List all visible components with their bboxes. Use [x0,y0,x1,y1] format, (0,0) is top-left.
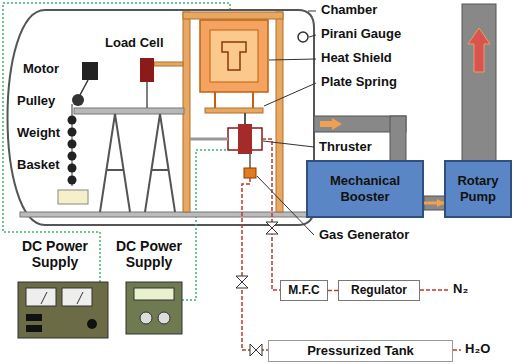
switch [26,314,42,321]
leader-line [264,83,316,106]
lever-arm [74,108,184,114]
equipment-box: M.F.C [280,280,328,301]
heat-shield-inner [210,30,258,82]
power-supply [18,282,108,338]
thruster-mount [222,42,246,70]
part-label: N₂ [452,282,469,297]
node-text: Mechanical Booster [312,173,418,204]
gas-generator [244,168,256,178]
leader-line [269,59,316,60]
vacuum-pipe [390,116,406,162]
part-label: DC Power Supply [108,238,190,270]
leader-line [308,11,316,12]
vacuum-pipe [424,196,446,210]
part-label: Pirani Gauge [320,27,402,42]
part-label: Thruster [318,140,373,155]
spring-bar [205,108,263,113]
plate-spring [252,92,254,110]
node-text: Pressurized Tank [307,343,414,359]
meter [62,288,92,306]
rod [249,154,251,168]
part-label: Load Cell [104,36,165,51]
leader-line [263,141,314,147]
weight [68,152,77,161]
part-label: Motor [22,62,60,77]
knob [158,312,170,324]
equipment-box: Pressurized Tank [268,340,453,362]
thruster-core [238,124,252,154]
gas-line [262,139,280,290]
flow-arrow [468,28,490,72]
knob [140,312,152,324]
load-cell-bracket [154,62,183,66]
display [134,288,174,300]
gas-line [420,289,448,291]
frame-post [276,12,283,212]
needle [41,292,47,304]
load-cell [140,58,154,82]
pirani-gauge [298,32,308,42]
part-label: Heat Shield [320,51,393,66]
belt [80,80,88,95]
part-label: H₂O [464,342,491,357]
base-plate [20,212,310,217]
weight [68,176,77,185]
node-text: Rotary Pump [450,173,506,204]
equipment-box: Rotary Pump [444,160,512,218]
part-label: Chamber [320,3,378,18]
flow-arrow [320,118,342,130]
node-text: Regulator [351,283,407,297]
part-label: DC Power Supply [14,238,96,270]
pipe-connector [328,290,338,292]
chamber-outline [8,10,315,225]
heat-shield [200,20,268,92]
leader-line [309,35,316,37]
basket [58,190,88,204]
part-label: Basket [16,158,61,173]
node-text: M.F.C [288,283,319,297]
part-label: Gas Generator [318,228,410,243]
weight [68,116,77,125]
part-label: Plate Spring [320,75,398,90]
equipment-box: Mechanical Booster [306,160,424,218]
valve-symbol [236,276,248,288]
switch [26,325,42,332]
pipe-connector [424,202,444,205]
weight [68,140,77,149]
exhaust-pipe [462,4,496,162]
gas-line [453,349,461,351]
gas-line [242,178,268,350]
equipment-box: Regulator [338,280,420,301]
motor [82,62,98,80]
pulley [72,94,84,106]
rod [146,82,148,108]
weight [68,164,77,173]
thrust-rod [190,138,228,141]
valve-symbol [266,222,278,234]
weight [68,128,77,137]
plate-spring [214,92,216,110]
stand [100,114,130,212]
needle [77,292,83,304]
valve-symbol [250,344,262,356]
power-supply [126,282,182,334]
stand [145,114,175,212]
knob [87,319,97,329]
meter [26,288,56,306]
part-label: Weight [16,126,61,141]
part-label: Pulley [16,94,56,109]
frame-beam [183,12,283,19]
